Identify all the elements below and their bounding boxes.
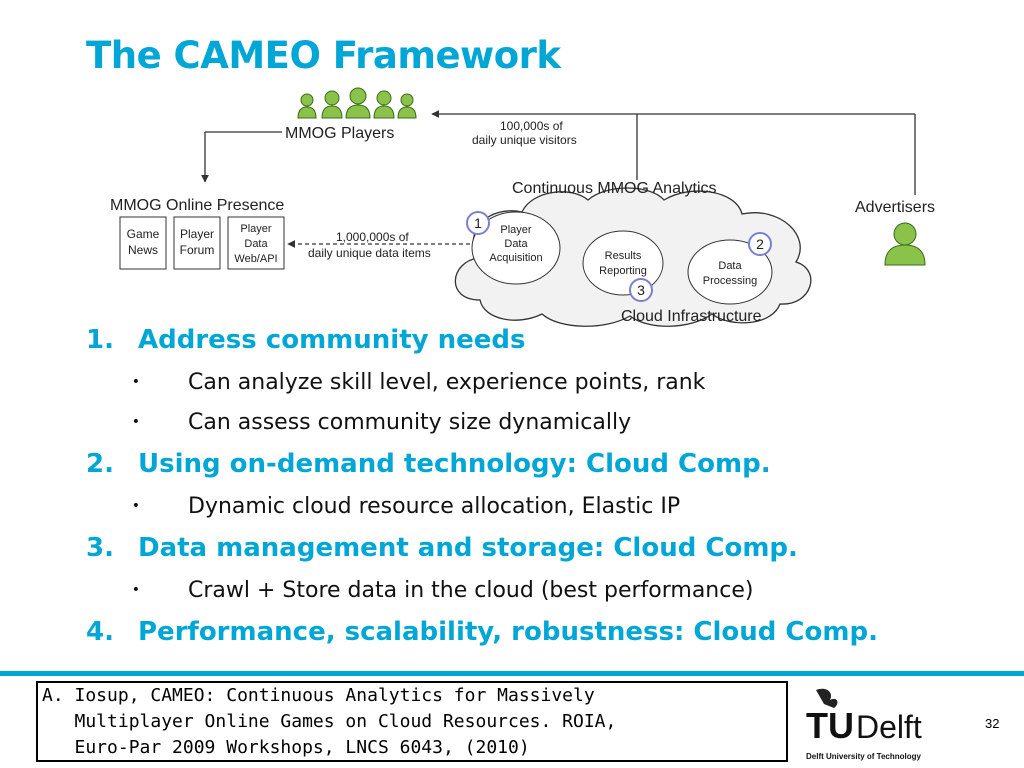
- svg-text:News: News: [128, 243, 158, 257]
- svg-text:2: 2: [756, 236, 764, 252]
- svg-text:Forum: Forum: [180, 243, 215, 257]
- footer-rule: [0, 671, 1024, 676]
- items-line1: 1,000,000s of: [336, 230, 409, 244]
- svg-text:U: U: [828, 705, 854, 746]
- svg-text:Reporting: Reporting: [599, 265, 647, 277]
- svg-text:Web/API: Web/API: [234, 253, 277, 265]
- tudelft-logo: T U Delft Delft University of Technology: [806, 688, 922, 761]
- visitors-line2: daily unique visitors: [472, 133, 577, 147]
- svg-text:Game: Game: [127, 227, 160, 241]
- step2-ellipse: [687, 239, 773, 305]
- svg-text:Delft University of Technology: Delft University of Technology: [806, 752, 922, 761]
- reference-line-2: Multiplayer Online Games on Cloud Resour…: [42, 711, 617, 732]
- point-heading-1: 1.Address community needs: [86, 325, 526, 355]
- svg-text:Data: Data: [504, 238, 528, 250]
- step1-ellipse: [471, 211, 561, 285]
- step1-badge: [466, 211, 490, 235]
- svg-text:T: T: [806, 705, 828, 746]
- points-list: 1.Address community needs •Can analyze s…: [86, 318, 1016, 654]
- point-heading-3: 3.Data management and storage: Cloud Com…: [86, 533, 798, 563]
- reference-line-3: Euro-Par 2009 Workshops, LNCS 6043, (201…: [42, 737, 530, 758]
- players-icon: [297, 87, 417, 119]
- cloud-label: Cloud Infrastructure: [621, 308, 762, 325]
- point-heading-2: 2.Using on-demand technology: Cloud Comp…: [86, 449, 771, 479]
- svg-text:Results: Results: [605, 250, 642, 262]
- svg-text:Delft: Delft: [856, 709, 922, 745]
- box-player-forum: Player Forum: [173, 216, 221, 270]
- svg-text:Player: Player: [240, 223, 272, 235]
- visitors-line1: 100,000s of: [500, 119, 563, 133]
- items-line2: daily unique data items: [308, 246, 431, 260]
- svg-text:Data: Data: [718, 260, 742, 272]
- box-game-news: Game News: [119, 216, 167, 270]
- flame-icon: [816, 688, 838, 708]
- bullet-1-2: •Can assess community size dynamically: [131, 409, 632, 435]
- step2-badge: [748, 232, 772, 256]
- step3-badge: [629, 278, 653, 302]
- online-presence-label: MMOG Online Presence: [110, 197, 284, 214]
- slide-title: The CAMEO Framework: [86, 34, 561, 77]
- bullet-1-1: •Can analyze skill level, experience poi…: [131, 369, 706, 395]
- svg-text:Data: Data: [244, 238, 268, 250]
- players-label: MMOG Players: [285, 125, 394, 142]
- box-player-data: Player Data Web/API: [227, 216, 285, 270]
- svg-text:3: 3: [637, 282, 645, 298]
- reference-box: A. Iosup, CAMEO: Continuous Analytics fo…: [36, 681, 788, 762]
- svg-text:Player: Player: [500, 224, 532, 236]
- advertisers-label: Advertisers: [855, 199, 935, 216]
- bullet-2-1: •Dynamic cloud resource allocation, Elas…: [131, 493, 681, 519]
- advertiser-icon: [884, 222, 926, 266]
- analytics-label: Continuous MMOG Analytics: [512, 180, 717, 197]
- svg-text:Player: Player: [180, 227, 214, 241]
- page-number: 32: [985, 716, 1000, 731]
- svg-text:1: 1: [474, 215, 482, 231]
- bullet-3-1: •Crawl + Store data in the cloud (best p…: [131, 577, 754, 603]
- reference-line-1: A. Iosup, CAMEO: Continuous Analytics fo…: [42, 685, 595, 706]
- cameo-diagram: MMOG Players 100,000s of daily unique vi…: [110, 87, 935, 327]
- svg-text:Processing: Processing: [703, 275, 757, 287]
- point-heading-4: 4.Performance, scalability, robustness: …: [86, 617, 878, 647]
- svg-text:Acquisition: Acquisition: [489, 252, 542, 264]
